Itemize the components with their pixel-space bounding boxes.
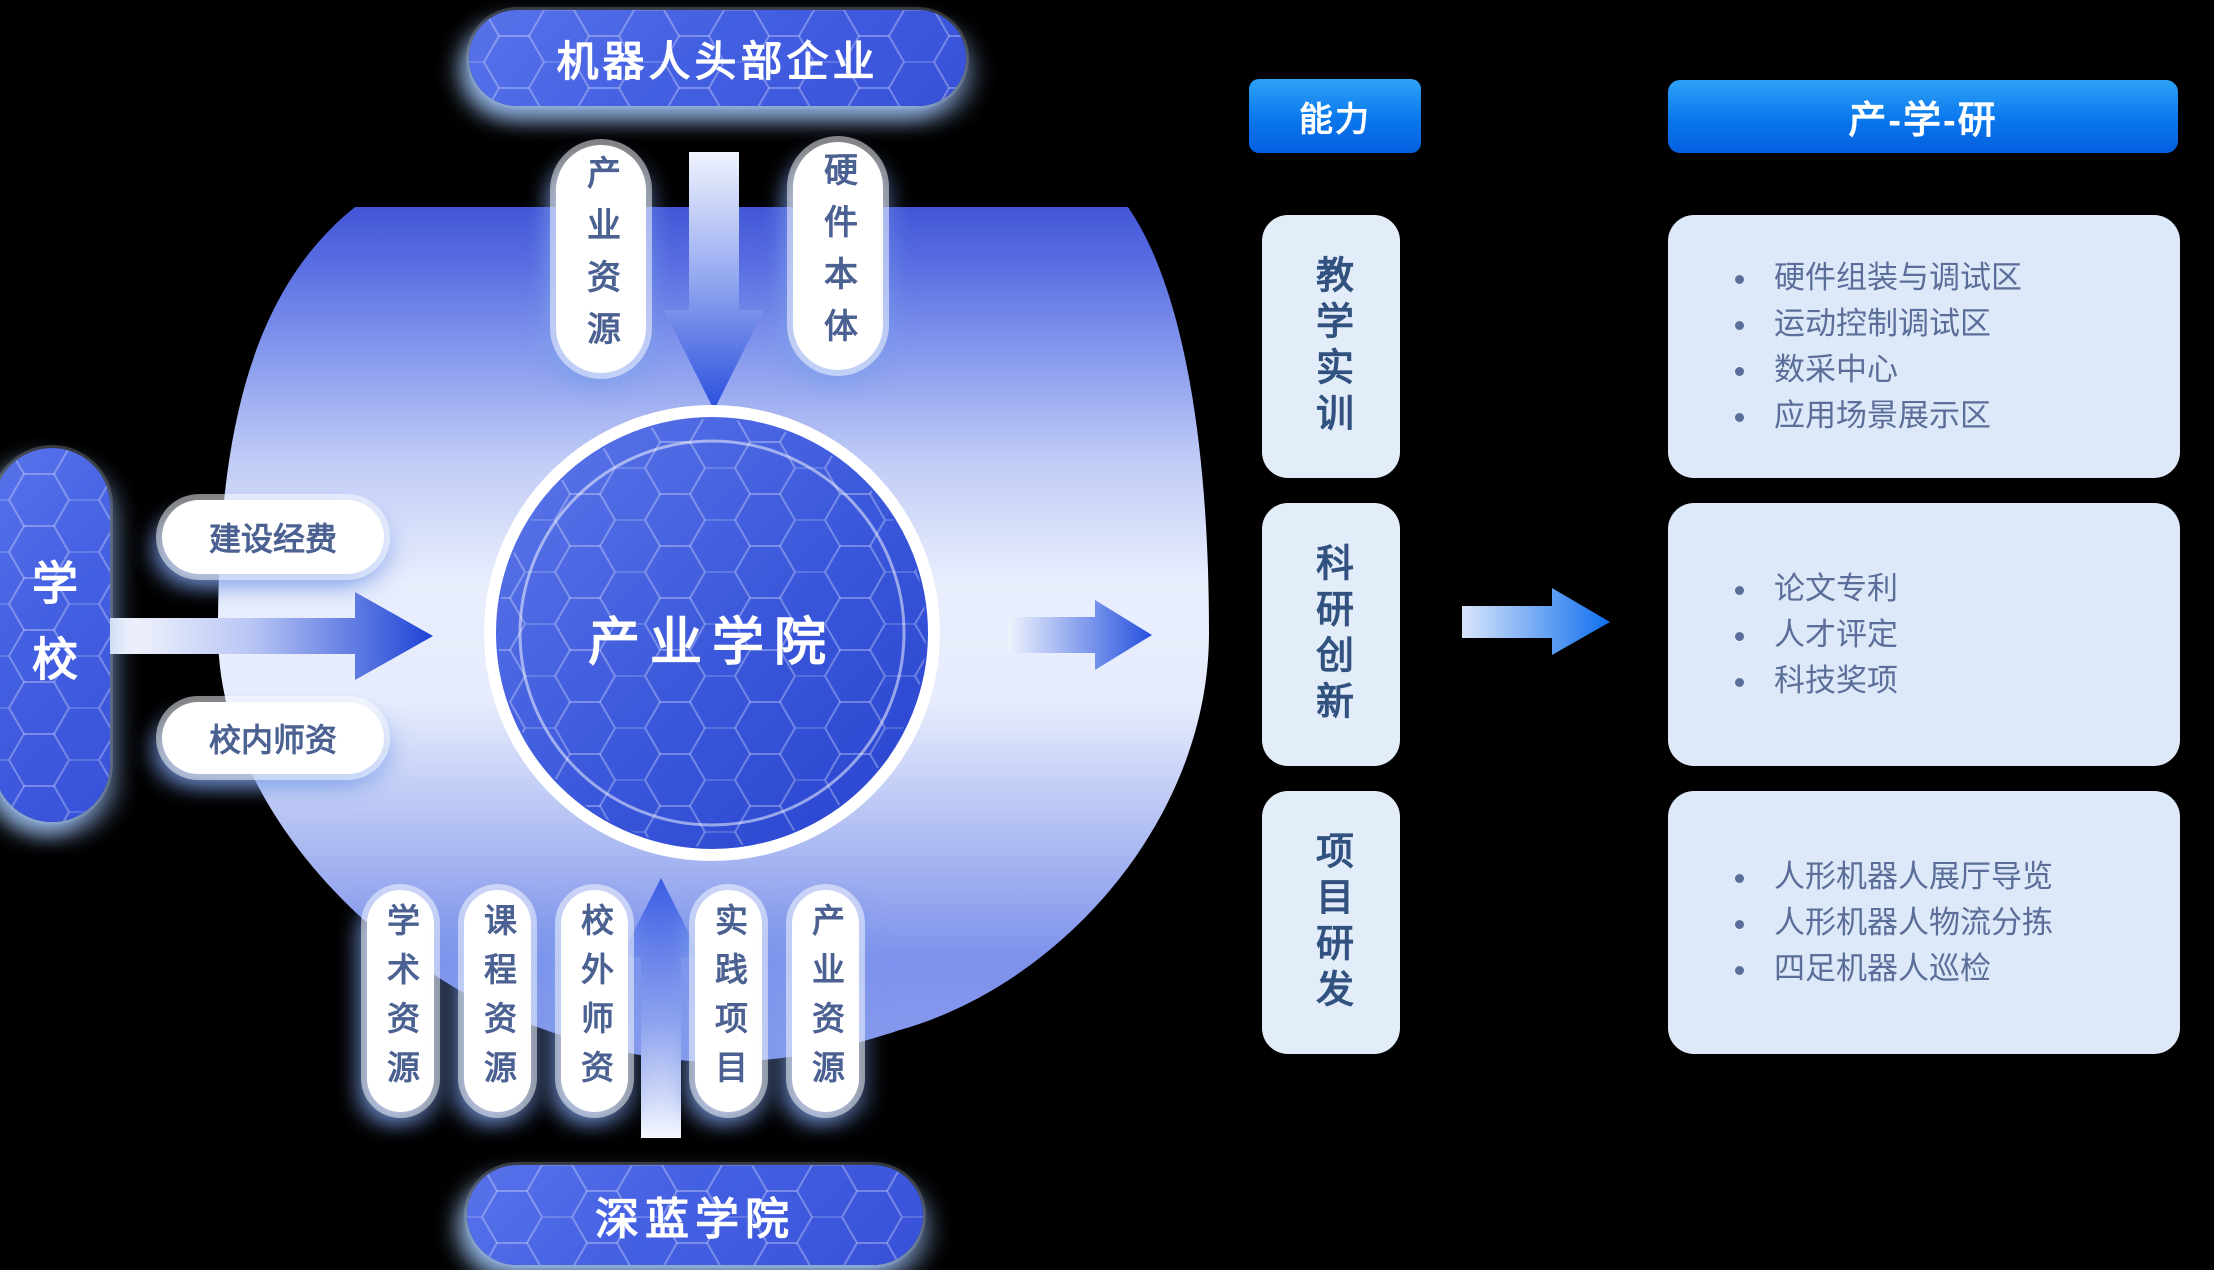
school-right-arrow <box>100 592 433 680</box>
outcome-item: 人才评定 <box>1760 612 1898 658</box>
resource-pill-label: 产业资源 <box>581 155 620 363</box>
capability-item-label: 科研创新 <box>1309 542 1352 727</box>
academy-label: 深蓝学院 <box>595 1195 795 1244</box>
resource-pill-label: 产业资源 <box>807 903 845 1099</box>
academy-node: 深蓝学院 <box>467 1165 923 1265</box>
outcome-item: 硬件组装与调试区 <box>1760 255 2022 301</box>
capability-box-teaching: 教学实训 <box>1262 215 1400 478</box>
outcomes-box-teaching: 硬件组装与调试区 运动控制调试区 数采中心 应用场景展示区 <box>1668 215 2180 478</box>
resource-pill-label: 硬件本体 <box>818 152 857 360</box>
outcomes-list: 硬件组装与调试区 运动控制调试区 数采中心 应用场景展示区 <box>1668 255 2022 439</box>
capability-to-outcome-arrow <box>1462 588 1610 655</box>
capability-header-label: 能力 <box>1299 100 1371 139</box>
outcomes-header-label: 产-学-研 <box>1848 100 1998 142</box>
outcome-item: 科技奖项 <box>1760 658 1898 704</box>
resource-pill-practice: 实践项目 <box>695 890 762 1112</box>
school-label: 学校 <box>26 559 78 711</box>
resource-pill-label: 校外师资 <box>576 903 614 1099</box>
center-circle <box>484 405 940 861</box>
resource-pill-funding: 建设经费 <box>162 500 384 574</box>
resource-pill-hardware: 硬件本体 <box>793 142 883 370</box>
resource-pill-label: 课程资源 <box>479 903 517 1099</box>
enterprise-node: 机器人头部企业 <box>469 10 966 106</box>
outcome-item: 应用场景展示区 <box>1760 393 2022 439</box>
outcome-item: 论文专利 <box>1760 566 1898 612</box>
outcome-item: 人形机器人物流分拣 <box>1760 900 2053 946</box>
hex-pattern-decoration <box>0 448 110 822</box>
capability-box-project: 项目研发 <box>1262 791 1400 1054</box>
outcome-item: 人形机器人展厅导览 <box>1760 854 2053 900</box>
outcome-item: 四足机器人巡检 <box>1760 946 2053 992</box>
resource-pill-label: 学术资源 <box>382 903 420 1099</box>
center-circle-label: 产业学院 <box>587 614 836 672</box>
outcome-item: 数采中心 <box>1760 347 2022 393</box>
outcomes-list: 论文专利 人才评定 科技奖项 <box>1668 566 1898 704</box>
capability-item-label: 教学实训 <box>1309 254 1352 439</box>
outcome-item: 运动控制调试区 <box>1760 301 2022 347</box>
hex-pattern-decoration <box>467 1165 923 1265</box>
resource-pill-industry-top: 产业资源 <box>556 145 646 373</box>
resource-pill-label: 建设经费 <box>208 521 337 557</box>
resource-pill-academic: 学术资源 <box>367 890 434 1112</box>
outcomes-box-research: 论文专利 人才评定 科技奖项 <box>1668 503 2180 766</box>
enterprise-label: 机器人头部企业 <box>556 37 879 85</box>
enterprise-down-arrow <box>664 152 764 410</box>
resource-pill-label: 校内师资 <box>208 722 337 758</box>
outcomes-box-project: 人形机器人展厅导览 人形机器人物流分拣 四足机器人巡检 <box>1668 791 2180 1054</box>
resource-pill-faculty-internal: 校内师资 <box>162 702 384 774</box>
school-node: 学校 <box>0 448 110 822</box>
resource-pill-label: 实践项目 <box>710 903 748 1099</box>
academy-up-arrow <box>621 878 701 1138</box>
resource-pill-industry-bottom: 产业资源 <box>792 890 859 1112</box>
resource-pill-curriculum: 课程资源 <box>464 890 531 1112</box>
resource-pill-faculty-external: 校外师资 <box>561 890 628 1112</box>
output-right-arrow <box>1008 600 1152 670</box>
outcomes-header: 产-学-研 <box>1668 80 2178 153</box>
capability-header: 能力 <box>1249 79 1421 153</box>
outcomes-list: 人形机器人展厅导览 人形机器人物流分拣 四足机器人巡检 <box>1668 854 2053 992</box>
capability-box-research: 科研创新 <box>1262 503 1400 766</box>
hex-pattern-decoration <box>469 10 966 106</box>
capability-item-label: 项目研发 <box>1309 830 1352 1015</box>
